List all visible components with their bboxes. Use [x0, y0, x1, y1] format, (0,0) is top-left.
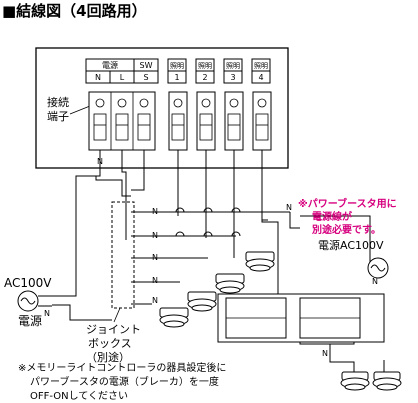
footer-note-line3: OFF-ONしてください	[30, 390, 128, 402]
lighting-4-number: 4	[258, 73, 263, 82]
left-ac-power-source: AC100V 電源 N	[4, 276, 62, 328]
lighting-terminal-4	[252, 91, 272, 151]
terminal-n-label: N	[95, 73, 101, 82]
wire-n-label-6: N	[286, 203, 292, 212]
diagram-title: ■結線図（4回路用）	[2, 2, 147, 20]
lighting-4-label: 照明	[254, 62, 268, 70]
power-header-label: 電源	[102, 61, 118, 70]
right-ac-power-source: 電源AC100V	[318, 238, 389, 279]
left-power-voltage: AC100V	[4, 276, 52, 290]
lighting-2-label: 照明	[198, 62, 212, 70]
right-power-label: 電源AC100V	[318, 238, 384, 252]
booster-note-line2: 電源線が	[312, 210, 353, 223]
lighting-header-2: 照明 2	[195, 58, 215, 84]
joint-box-label-line1: ジョイント	[86, 323, 141, 336]
lighting-header-1: 照明 1	[167, 58, 187, 84]
downlight-fixture-2	[187, 291, 217, 312]
booster-note-line1: ※パワーブースタ用に	[298, 197, 397, 210]
downlight-fixture-3	[215, 273, 245, 294]
controller-enclosure	[35, 47, 289, 169]
lighting-terminal-1	[168, 91, 188, 151]
left-power-label: 電源	[18, 314, 42, 328]
power-terminal-block	[88, 91, 156, 151]
joint-box-label-line3: （別途）	[86, 350, 130, 364]
lighting-header-3: 照明 3	[223, 58, 243, 84]
wire-n-label-4: N	[152, 276, 158, 285]
lighting-header-4: 照明 4	[251, 58, 271, 84]
power-sw-header: 電源 SW N L S	[85, 58, 159, 84]
downlight-fixture-1	[159, 307, 189, 328]
connection-terminal-pointer	[69, 105, 91, 115]
joint-box-label-line2: ボックス	[88, 337, 132, 350]
terminal-l-label: L	[120, 73, 125, 82]
wire-n-label-8: N	[372, 277, 378, 286]
lighting-1-label: 照明	[170, 62, 184, 70]
sw-header-label: SW	[140, 61, 153, 70]
wire-n-label-2: N	[152, 231, 158, 240]
connection-terminal-label-line2: 端子	[47, 110, 69, 123]
wire-n-label-7: N	[322, 349, 328, 358]
connection-terminal-label-line1: 接続	[47, 95, 69, 109]
downlight-fixture-booster-a	[340, 371, 370, 391]
wire-n-label-1: N	[152, 207, 158, 216]
booster-note-line3: 別途必要です。	[311, 223, 381, 236]
lighting-3-number: 3	[230, 73, 235, 82]
downlight-fixture-4	[245, 251, 275, 272]
downlight-fixture-booster-b	[372, 371, 402, 391]
terminal-s-label: S	[143, 73, 148, 82]
joint-box-label: ジョイント ボックス （別途）	[86, 307, 141, 364]
lighting-terminal-2	[196, 91, 216, 151]
lighting-terminal-3	[224, 91, 244, 151]
wire-n-label-3: N	[152, 253, 158, 262]
joint-box	[111, 201, 135, 309]
footer-note: ※メモリーライトコントローラの器具設定後に パワーブースタの電源（ブレーカ）を一…	[18, 361, 226, 402]
power-booster-units	[217, 293, 385, 343]
booster-power-note: ※パワーブースタ用に 電源線が 別途必要です。	[298, 197, 397, 236]
wire-n-label-5: N	[152, 296, 158, 305]
lighting-2-number: 2	[202, 73, 207, 82]
wiring	[52, 150, 385, 380]
footer-note-line1: ※メモリーライトコントローラの器具設定後に	[18, 361, 226, 374]
lighting-1-number: 1	[174, 73, 179, 82]
lighting-3-label: 照明	[226, 62, 240, 70]
left-power-n: N	[44, 309, 50, 318]
footer-note-line2: パワーブースタの電源（ブレーカ）を一度	[30, 375, 219, 388]
